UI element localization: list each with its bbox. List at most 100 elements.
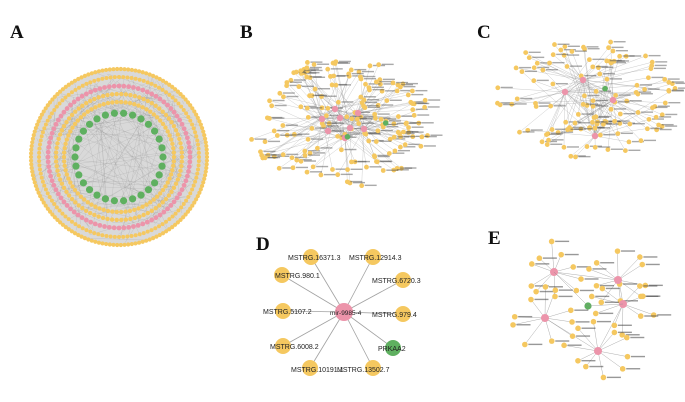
gene-label xyxy=(310,61,323,63)
gene-node xyxy=(163,112,169,118)
gene-node xyxy=(37,150,42,155)
gene-label xyxy=(401,84,414,86)
gene-node xyxy=(394,88,400,94)
gene-node xyxy=(339,147,344,153)
gene-node xyxy=(173,211,178,216)
gene-node xyxy=(37,155,41,159)
edge xyxy=(60,97,188,165)
mirna-node xyxy=(168,203,174,208)
gene-node xyxy=(115,66,120,72)
gene-node xyxy=(590,119,595,125)
gene-node xyxy=(179,159,185,164)
gene-node xyxy=(608,39,614,45)
gene-node xyxy=(298,68,304,74)
gene-label xyxy=(639,91,652,93)
panel-label-b: B xyxy=(240,22,253,43)
gene-node xyxy=(519,69,525,75)
gene-node xyxy=(646,116,652,122)
gene-node xyxy=(66,217,71,222)
gene-node xyxy=(197,119,202,124)
gene-label xyxy=(392,152,405,154)
gene-node xyxy=(563,119,569,125)
gene-label xyxy=(625,334,640,336)
edge xyxy=(96,202,166,215)
edge xyxy=(597,350,628,357)
gene-node xyxy=(281,94,286,100)
gene-node xyxy=(136,103,141,108)
gene-node xyxy=(39,112,44,117)
gene-node xyxy=(380,168,386,173)
gene-label xyxy=(285,124,298,126)
gene-node xyxy=(151,236,156,241)
edge xyxy=(309,77,336,110)
gene-node xyxy=(49,111,54,116)
gene-node xyxy=(410,107,416,113)
gene-node xyxy=(145,229,150,234)
gene-node xyxy=(617,111,623,117)
gene-node xyxy=(167,217,172,222)
gene-node xyxy=(97,103,102,108)
gene-label xyxy=(610,148,623,150)
gene-node xyxy=(167,133,172,138)
gene-node xyxy=(552,42,557,47)
gene-node xyxy=(37,146,42,151)
gene-node xyxy=(200,183,205,189)
gene-label xyxy=(500,86,513,89)
target-node xyxy=(155,171,163,179)
gene-node xyxy=(511,313,518,320)
gene-node xyxy=(84,81,89,86)
gene-node xyxy=(105,100,111,106)
gene-node xyxy=(604,76,610,82)
gene-node xyxy=(176,208,181,213)
gene-node xyxy=(575,325,581,332)
gene-node xyxy=(179,145,184,151)
gene-node xyxy=(183,212,188,217)
gene-node xyxy=(136,240,142,245)
edge xyxy=(337,128,365,137)
gene-node xyxy=(55,168,60,173)
mirna-node xyxy=(184,135,190,141)
gene-label xyxy=(289,81,302,83)
gene-node xyxy=(63,167,68,173)
gene-node xyxy=(64,189,69,194)
gene-label xyxy=(632,123,645,125)
gene-label xyxy=(601,66,614,69)
gene-node xyxy=(192,200,197,205)
gene-node xyxy=(121,234,126,239)
gene-node xyxy=(149,101,155,106)
gene-node xyxy=(395,114,401,119)
gene-label xyxy=(338,62,351,64)
gene-label xyxy=(312,94,325,97)
gene-node xyxy=(198,122,203,127)
gene-node xyxy=(104,75,109,80)
gene-node xyxy=(185,100,191,105)
edge xyxy=(304,72,365,130)
edge xyxy=(553,271,582,280)
gene-node xyxy=(649,59,655,65)
gene-node xyxy=(284,80,290,85)
edge xyxy=(544,317,552,342)
panel-e-network xyxy=(510,238,672,381)
target-node xyxy=(128,195,137,203)
gene-label xyxy=(354,68,367,71)
target-node xyxy=(101,195,110,203)
edge xyxy=(110,106,140,223)
gene-node xyxy=(47,115,52,119)
gene-node xyxy=(79,75,84,80)
gene-node xyxy=(294,157,300,163)
gene-node xyxy=(60,98,65,103)
gene-node xyxy=(528,283,535,289)
gene-node xyxy=(96,69,102,74)
gene-label xyxy=(617,101,630,103)
gene-node xyxy=(550,52,556,58)
edge xyxy=(294,108,336,135)
gene-node xyxy=(181,215,186,220)
gene-node xyxy=(659,112,665,118)
target-node xyxy=(159,153,167,161)
gene-label xyxy=(641,111,654,113)
mirna-node xyxy=(46,144,52,150)
gene-label xyxy=(382,78,395,81)
gene-node xyxy=(115,242,120,248)
gene-node xyxy=(373,115,378,121)
gene-node xyxy=(193,130,198,135)
